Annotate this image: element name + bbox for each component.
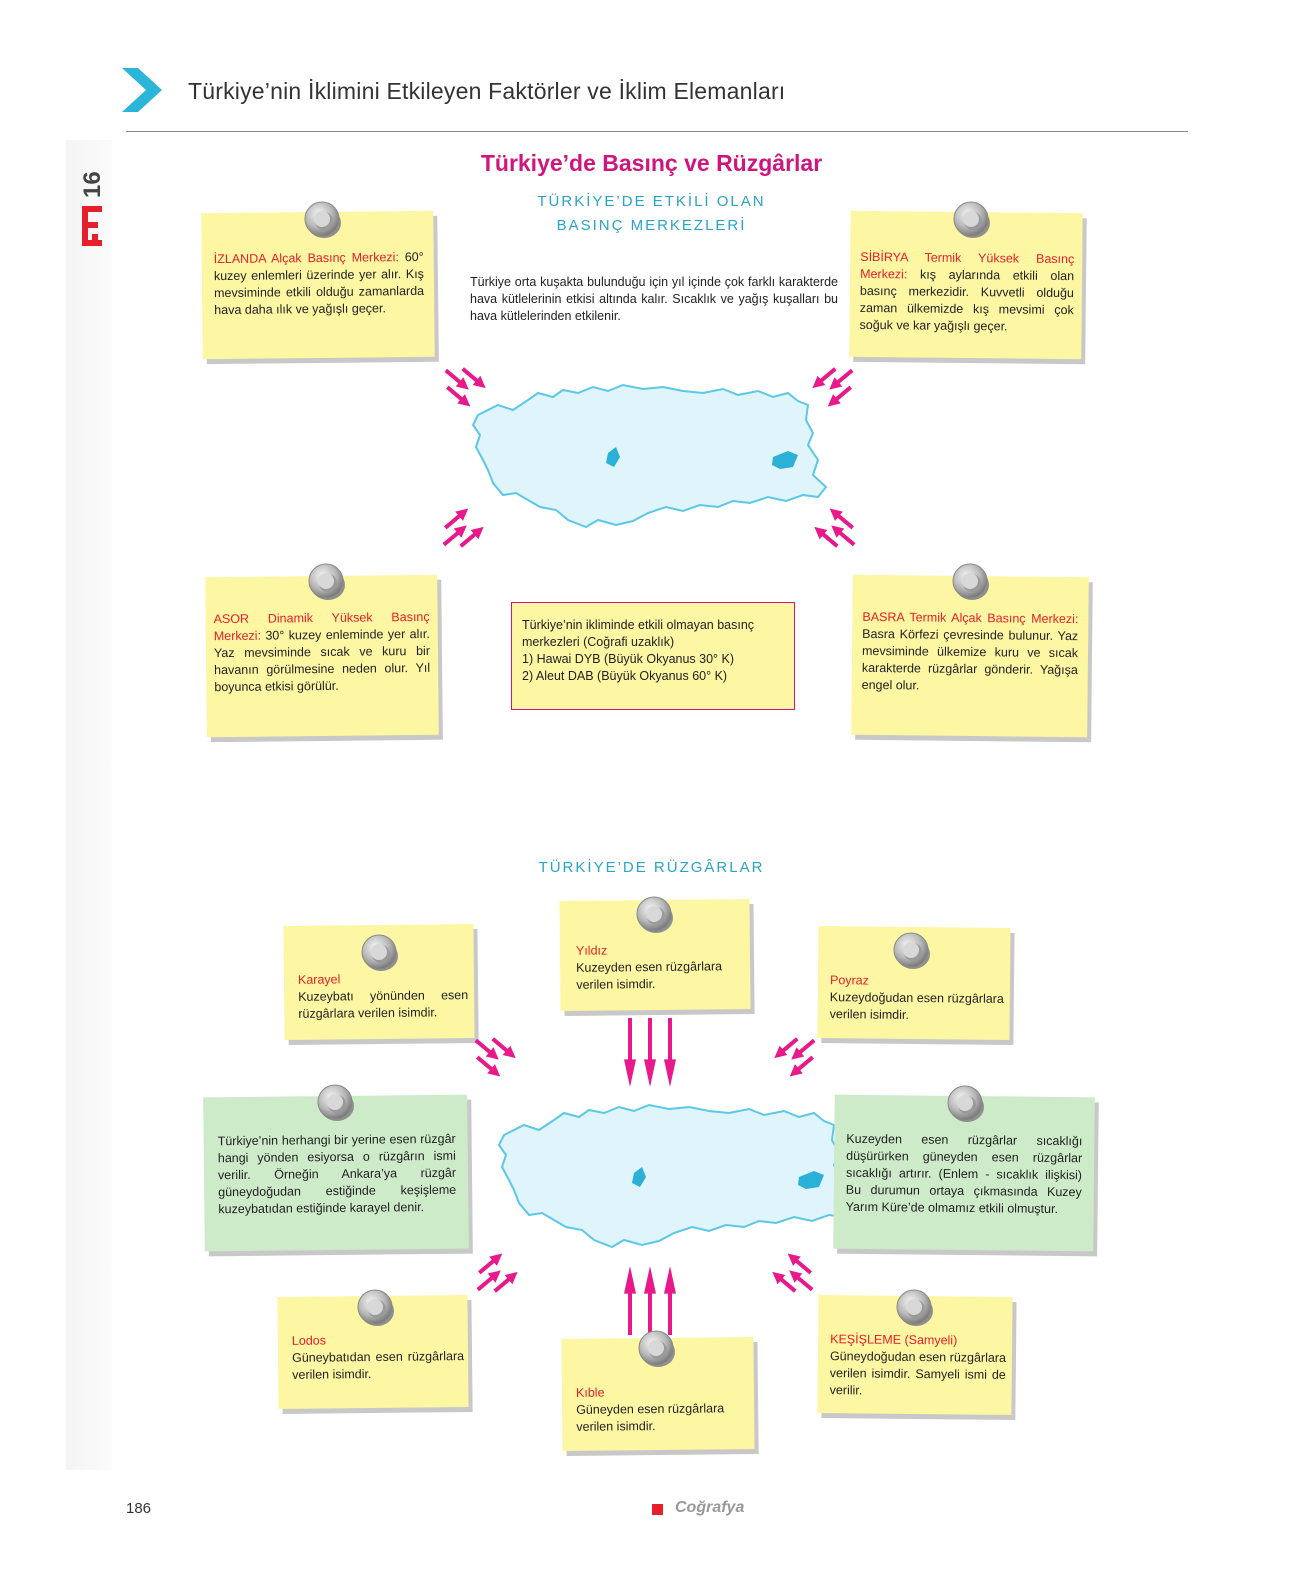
basra-title: BASRA Termik Alçak Basınç Merkezi: (862, 609, 1079, 627)
pushpin-icon (304, 201, 342, 239)
yildiz-text: Kuzeyden esen rüzgârlara verilen isimdir… (576, 959, 723, 992)
side-strip (66, 140, 112, 1470)
page-number: 186 (126, 1500, 152, 1517)
pushpin-icon (361, 934, 399, 972)
kesisleme-text: Güneydoğudan esen rüzgârlara verilen isi… (829, 1349, 1007, 1398)
lodos-title: Lodos (291, 1333, 327, 1348)
pushpin-icon (947, 1085, 985, 1123)
header-title: Türkiye’nin İklimini Etkileyen Faktörler… (188, 78, 786, 104)
pressure-intro-text: Türkiye orta kuşakta bulunduğu için yıl … (470, 275, 838, 323)
pushpin-icon (893, 932, 931, 970)
wind-section-heading: TÜRKİYE’DE RÜZGÂRLAR (538, 859, 765, 876)
pushpin-icon (317, 1084, 355, 1122)
fasikul-badge: 16 (79, 171, 106, 246)
subject-label: Coğrafya (675, 1499, 745, 1516)
pressure-heading-line1: TÜRKİYE’DE ETKİLİ OLAN (537, 193, 766, 210)
not-effective-pressure-box: Türkiye’nin ikliminde etkili olmayan bas… (511, 602, 795, 710)
pushpin-icon (636, 896, 674, 934)
not-effective-line3: 2) Aleut DAB (Büyük Okyanus 60° K) (522, 669, 728, 683)
fasikul-number: 16 (79, 171, 106, 198)
subject-square-icon (652, 1504, 663, 1515)
pushpin-icon (952, 563, 990, 601)
arrows-to-southwest-icon (843, 378, 903, 438)
pushpin-icon (308, 563, 346, 601)
karayel-text: Kuzeybatı yönünden esen rüzgârlara veril… (298, 988, 469, 1021)
pressure-section-heading: TÜRKİYE’DE ETKİLİ OLAN BASINÇ MERKEZLERİ (0, 190, 1303, 238)
kible-text: Güneyden esen rüzgârlara verilen isimdir… (576, 1401, 725, 1434)
not-effective-line2: 1) Hawai DYB (Büyük Okyanus 30° K) (522, 652, 735, 666)
pushpin-icon (638, 1330, 676, 1368)
wind-temperature-text: Kuzeyden esen rüzgârlar sıcaklığı düşürü… (845, 1131, 1083, 1216)
turkey-map-pressure (472, 384, 827, 528)
header-divider (126, 131, 1188, 132)
turkey-map-winds (498, 1104, 853, 1248)
arrows-to-northeast-icon (453, 537, 513, 597)
lodos-text: Güneybatıdan esen rüzgârlara verilen isi… (291, 1349, 465, 1382)
pushpin-icon (357, 1289, 395, 1327)
fasikul-logo (82, 206, 102, 246)
poyraz-text: Kuzeydoğudan esen rüzgârlara verilen isi… (829, 990, 1004, 1022)
kesisleme-title: KEŞİŞLEME (Samyeli) (830, 1332, 958, 1348)
not-effective-line1: Türkiye’nin ikliminde etkili olmayan bas… (522, 618, 755, 649)
main-title: Türkiye’de Basınç ve Rüzgârlar (480, 150, 823, 176)
basra-text: Basra Körfezi çevresinde bulunur. Yaz me… (861, 626, 1079, 693)
pressure-heading-line2: BASINÇ MERKEZLERİ (556, 217, 747, 234)
poyraz-title: Poyraz (829, 973, 870, 988)
wind-naming-text: Türkiye’nin herhangi bir yerine esen rüz… (217, 1131, 457, 1217)
pushpin-icon (953, 201, 991, 239)
kible-title: Kıble (575, 1385, 605, 1400)
header-chevron-icon (122, 68, 162, 112)
yildiz-title: Yıldız (575, 943, 608, 958)
izlanda-title: İZLANDA Alçak Basınç Merkezi: (213, 250, 399, 267)
pushpin-icon (896, 1289, 934, 1327)
arrows-lodos-icon (487, 1282, 547, 1342)
